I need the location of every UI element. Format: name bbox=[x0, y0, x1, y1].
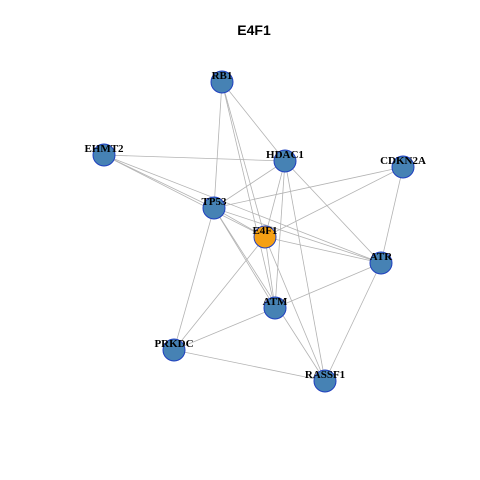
node-tp53[interactable]: TP53 bbox=[201, 196, 227, 220]
edge-ehmt2-hdac1 bbox=[103, 154, 286, 162]
edge-atr-rassf1 bbox=[324, 262, 382, 382]
edge-atr-atm bbox=[274, 262, 382, 309]
edge-ehmt2-e4f1 bbox=[103, 154, 266, 238]
edge-hdac1-e4f1 bbox=[264, 160, 286, 238]
node-label-hdac1: HDAC1 bbox=[266, 149, 304, 161]
edge-rb1-atm bbox=[221, 81, 276, 309]
edge-hdac1-atm bbox=[274, 160, 286, 309]
node-circle-prkdc[interactable] bbox=[162, 338, 186, 362]
node-e4f1[interactable]: E4F1 bbox=[252, 225, 278, 249]
node-label-tp53: TP53 bbox=[201, 196, 227, 208]
edge-hdac1-rassf1 bbox=[284, 160, 326, 382]
node-cdkn2a[interactable]: CDKN2A bbox=[380, 155, 426, 179]
node-circle-cdkn2a[interactable] bbox=[391, 155, 415, 179]
node-label-ehmt2: EHMT2 bbox=[84, 143, 124, 155]
edge-tp53-atr bbox=[213, 207, 382, 264]
node-label-e4f1: E4F1 bbox=[252, 225, 277, 237]
edge-hdac1-tp53 bbox=[213, 160, 286, 209]
node-atr[interactable]: ATR bbox=[369, 251, 393, 275]
node-circle-rb1[interactable] bbox=[210, 70, 234, 94]
edge-ehmt2-atr bbox=[103, 154, 382, 264]
node-circle-e4f1[interactable] bbox=[253, 225, 277, 249]
node-circle-rassf1[interactable] bbox=[313, 369, 337, 393]
edge-cdkn2a-atr bbox=[380, 166, 404, 264]
node-label-atm: ATM bbox=[263, 296, 288, 308]
edge-e4f1-atr bbox=[264, 236, 382, 264]
node-circle-tp53[interactable] bbox=[202, 196, 226, 220]
edge-layer bbox=[103, 81, 404, 382]
node-circle-hdac1[interactable] bbox=[273, 149, 297, 173]
edge-prkdc-rassf1 bbox=[173, 349, 326, 382]
node-circle-ehmt2[interactable] bbox=[92, 143, 116, 167]
node-prkdc[interactable]: PRKDC bbox=[154, 338, 194, 362]
edge-cdkn2a-e4f1 bbox=[264, 166, 404, 238]
node-ehmt2[interactable]: EHMT2 bbox=[84, 143, 124, 167]
node-circle-atm[interactable] bbox=[263, 296, 287, 320]
edge-atm-prkdc bbox=[173, 307, 276, 351]
node-atm[interactable]: ATM bbox=[263, 296, 288, 320]
node-label-prkdc: PRKDC bbox=[154, 338, 193, 350]
edge-cdkn2a-tp53 bbox=[213, 166, 404, 209]
edge-tp53-rassf1 bbox=[213, 207, 326, 382]
node-rb1[interactable]: RB1 bbox=[210, 70, 234, 94]
edge-e4f1-prkdc bbox=[173, 236, 266, 351]
edge-rb1-tp53 bbox=[213, 81, 223, 209]
node-hdac1[interactable]: HDAC1 bbox=[266, 149, 304, 173]
edge-tp53-atm bbox=[213, 207, 276, 309]
node-circle-atr[interactable] bbox=[369, 251, 393, 275]
node-label-atr: ATR bbox=[370, 251, 393, 263]
node-rassf1[interactable]: RASSF1 bbox=[305, 369, 345, 393]
edge-ehmt2-tp53 bbox=[103, 154, 215, 209]
edge-rb1-hdac1 bbox=[221, 81, 286, 162]
diagram-title: E4F1 bbox=[237, 22, 271, 38]
node-label-rb1: RB1 bbox=[212, 70, 233, 82]
edge-e4f1-rassf1 bbox=[264, 236, 326, 382]
edge-e4f1-atm bbox=[264, 236, 276, 309]
node-label-cdkn2a: CDKN2A bbox=[380, 155, 426, 167]
edge-hdac1-atr bbox=[284, 160, 382, 264]
edge-tp53-prkdc bbox=[173, 207, 215, 351]
node-label-rassf1: RASSF1 bbox=[305, 369, 345, 381]
